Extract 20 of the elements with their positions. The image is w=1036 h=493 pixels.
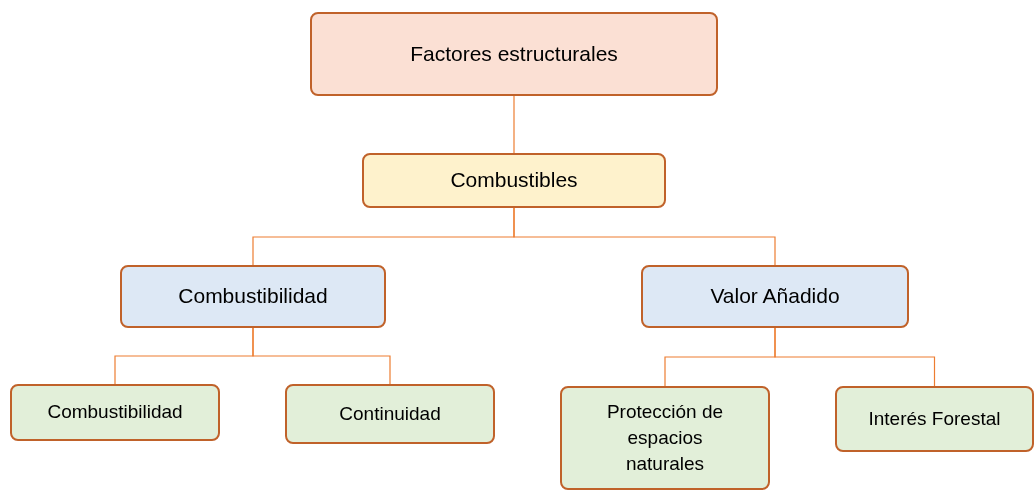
connector-line (774, 327, 936, 387)
node-box (120, 265, 386, 328)
connector-line (513, 207, 776, 266)
node-label: Interés Forestal (868, 406, 1001, 431)
node-box (310, 12, 718, 96)
node-label: Factores estructurales (410, 40, 618, 67)
connector-line (513, 95, 515, 154)
node-box (362, 153, 666, 208)
node-label: Continuidad (339, 401, 441, 426)
node-box (285, 384, 495, 444)
node-box (560, 386, 770, 490)
node-label: Combustibilidad (47, 400, 183, 425)
node-box (835, 386, 1034, 452)
node-label: Valor Añadido (710, 283, 840, 310)
connector-line (252, 327, 391, 385)
node-label: Combustibles (450, 167, 578, 194)
node-label: Protección de espacios naturales (605, 399, 725, 477)
node-box (10, 384, 220, 441)
node-box (641, 265, 909, 328)
node-label: Combustibilidad (178, 283, 328, 310)
